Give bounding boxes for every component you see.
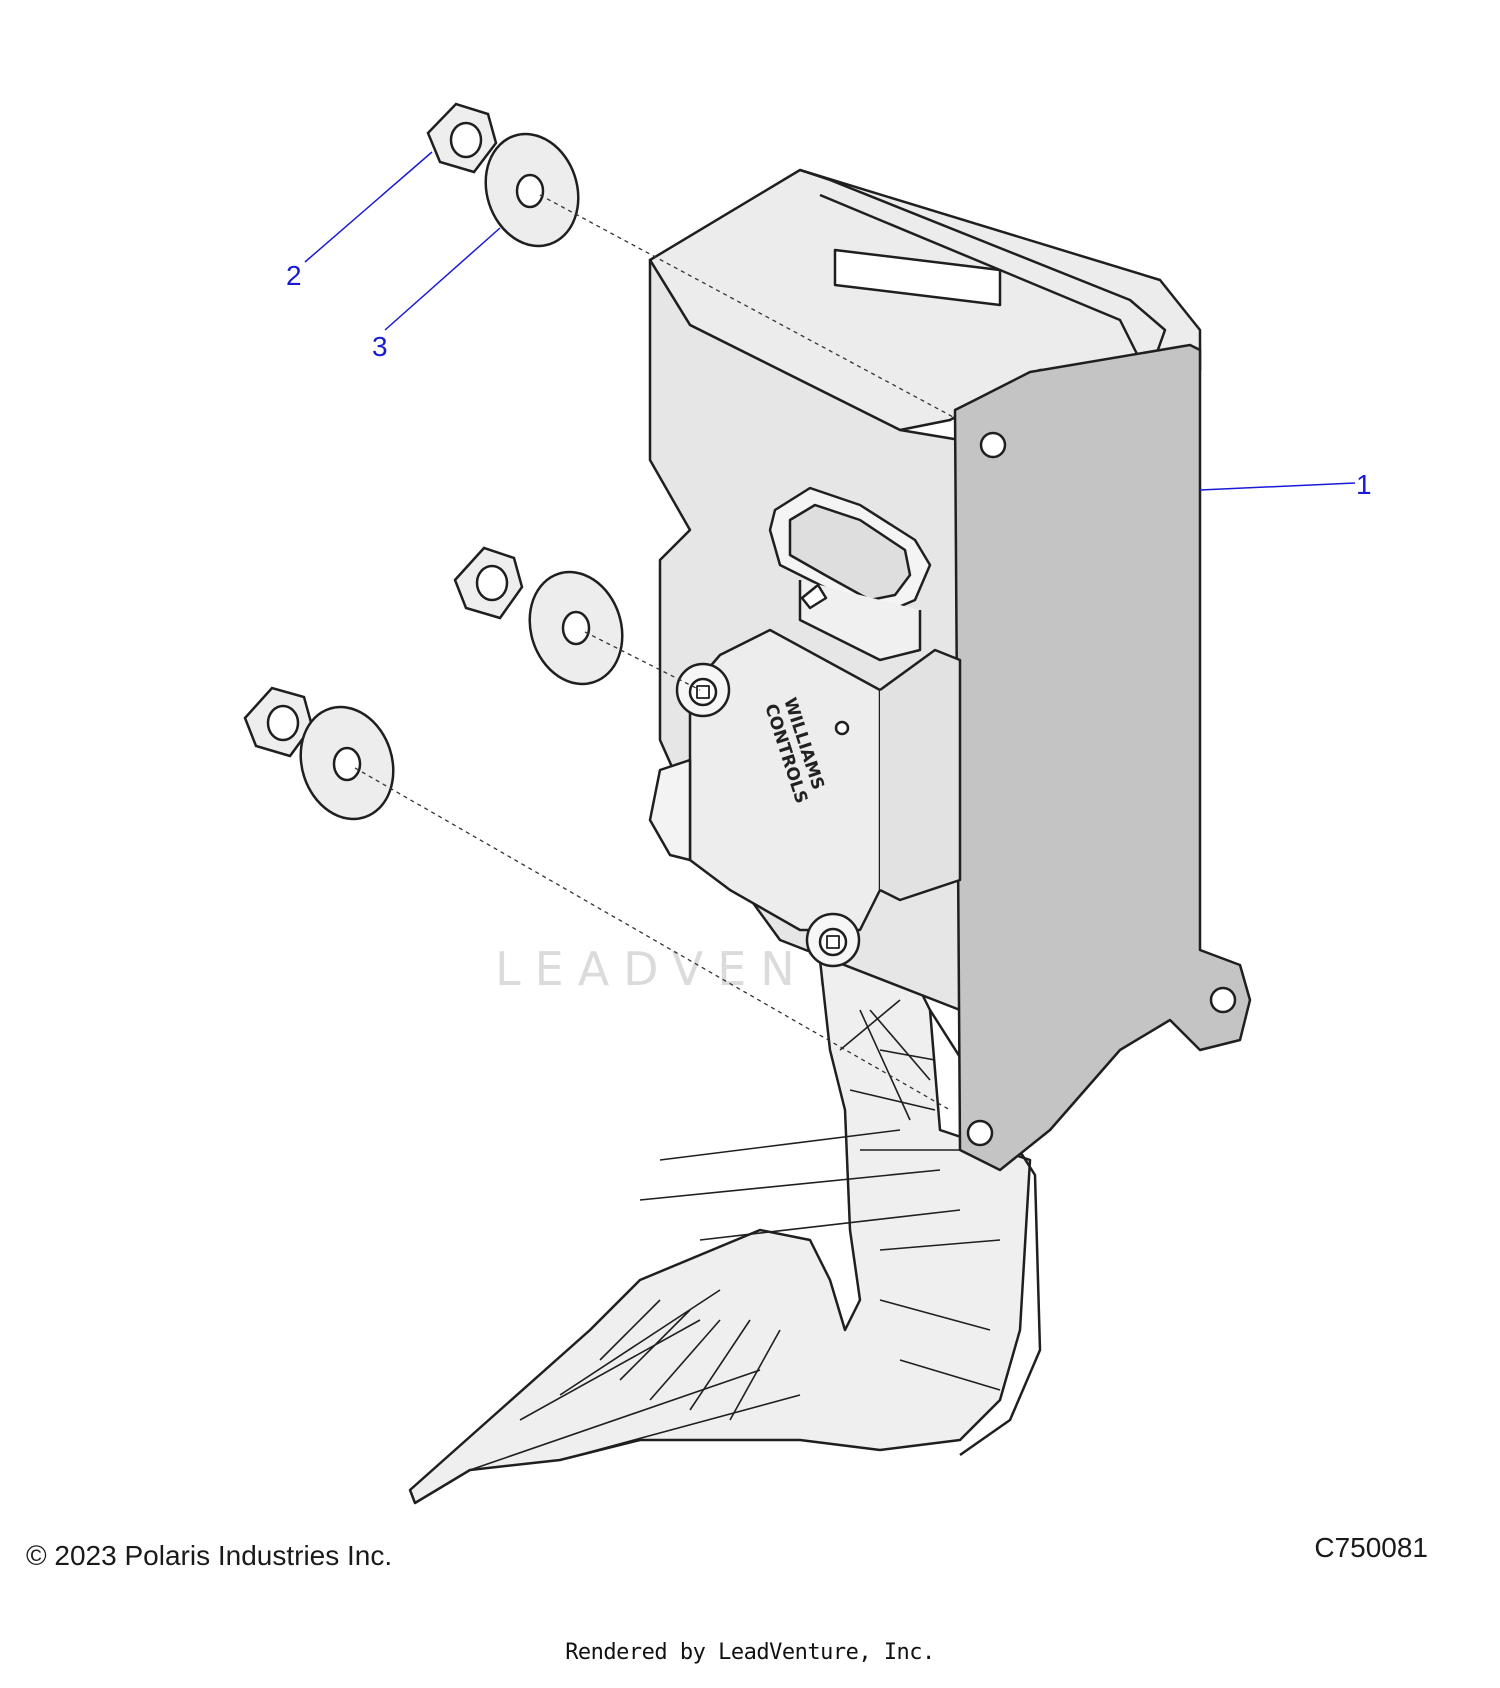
- copyright-notice: © 2023 Polaris Industries Inc.: [26, 1540, 393, 1571]
- nut-middle: [453, 546, 524, 620]
- pedal-arm: [408, 948, 1042, 1505]
- nut-top: [426, 102, 498, 174]
- callout-3: 3: [372, 331, 388, 362]
- rendered-by-credit: Rendered by LeadVenture, Inc.: [565, 1640, 935, 1665]
- drawing-id: C750081: [1314, 1532, 1428, 1563]
- sensor-module: [648, 486, 962, 968]
- assembly-lines: [354, 194, 956, 1111]
- callout-1: 1: [1356, 469, 1372, 500]
- washer-top: [484, 132, 580, 248]
- callout-2: 2: [286, 260, 302, 291]
- washer-bottom: [299, 705, 395, 821]
- callout-leaders: [304, 151, 1356, 491]
- washer-middle: [528, 570, 624, 686]
